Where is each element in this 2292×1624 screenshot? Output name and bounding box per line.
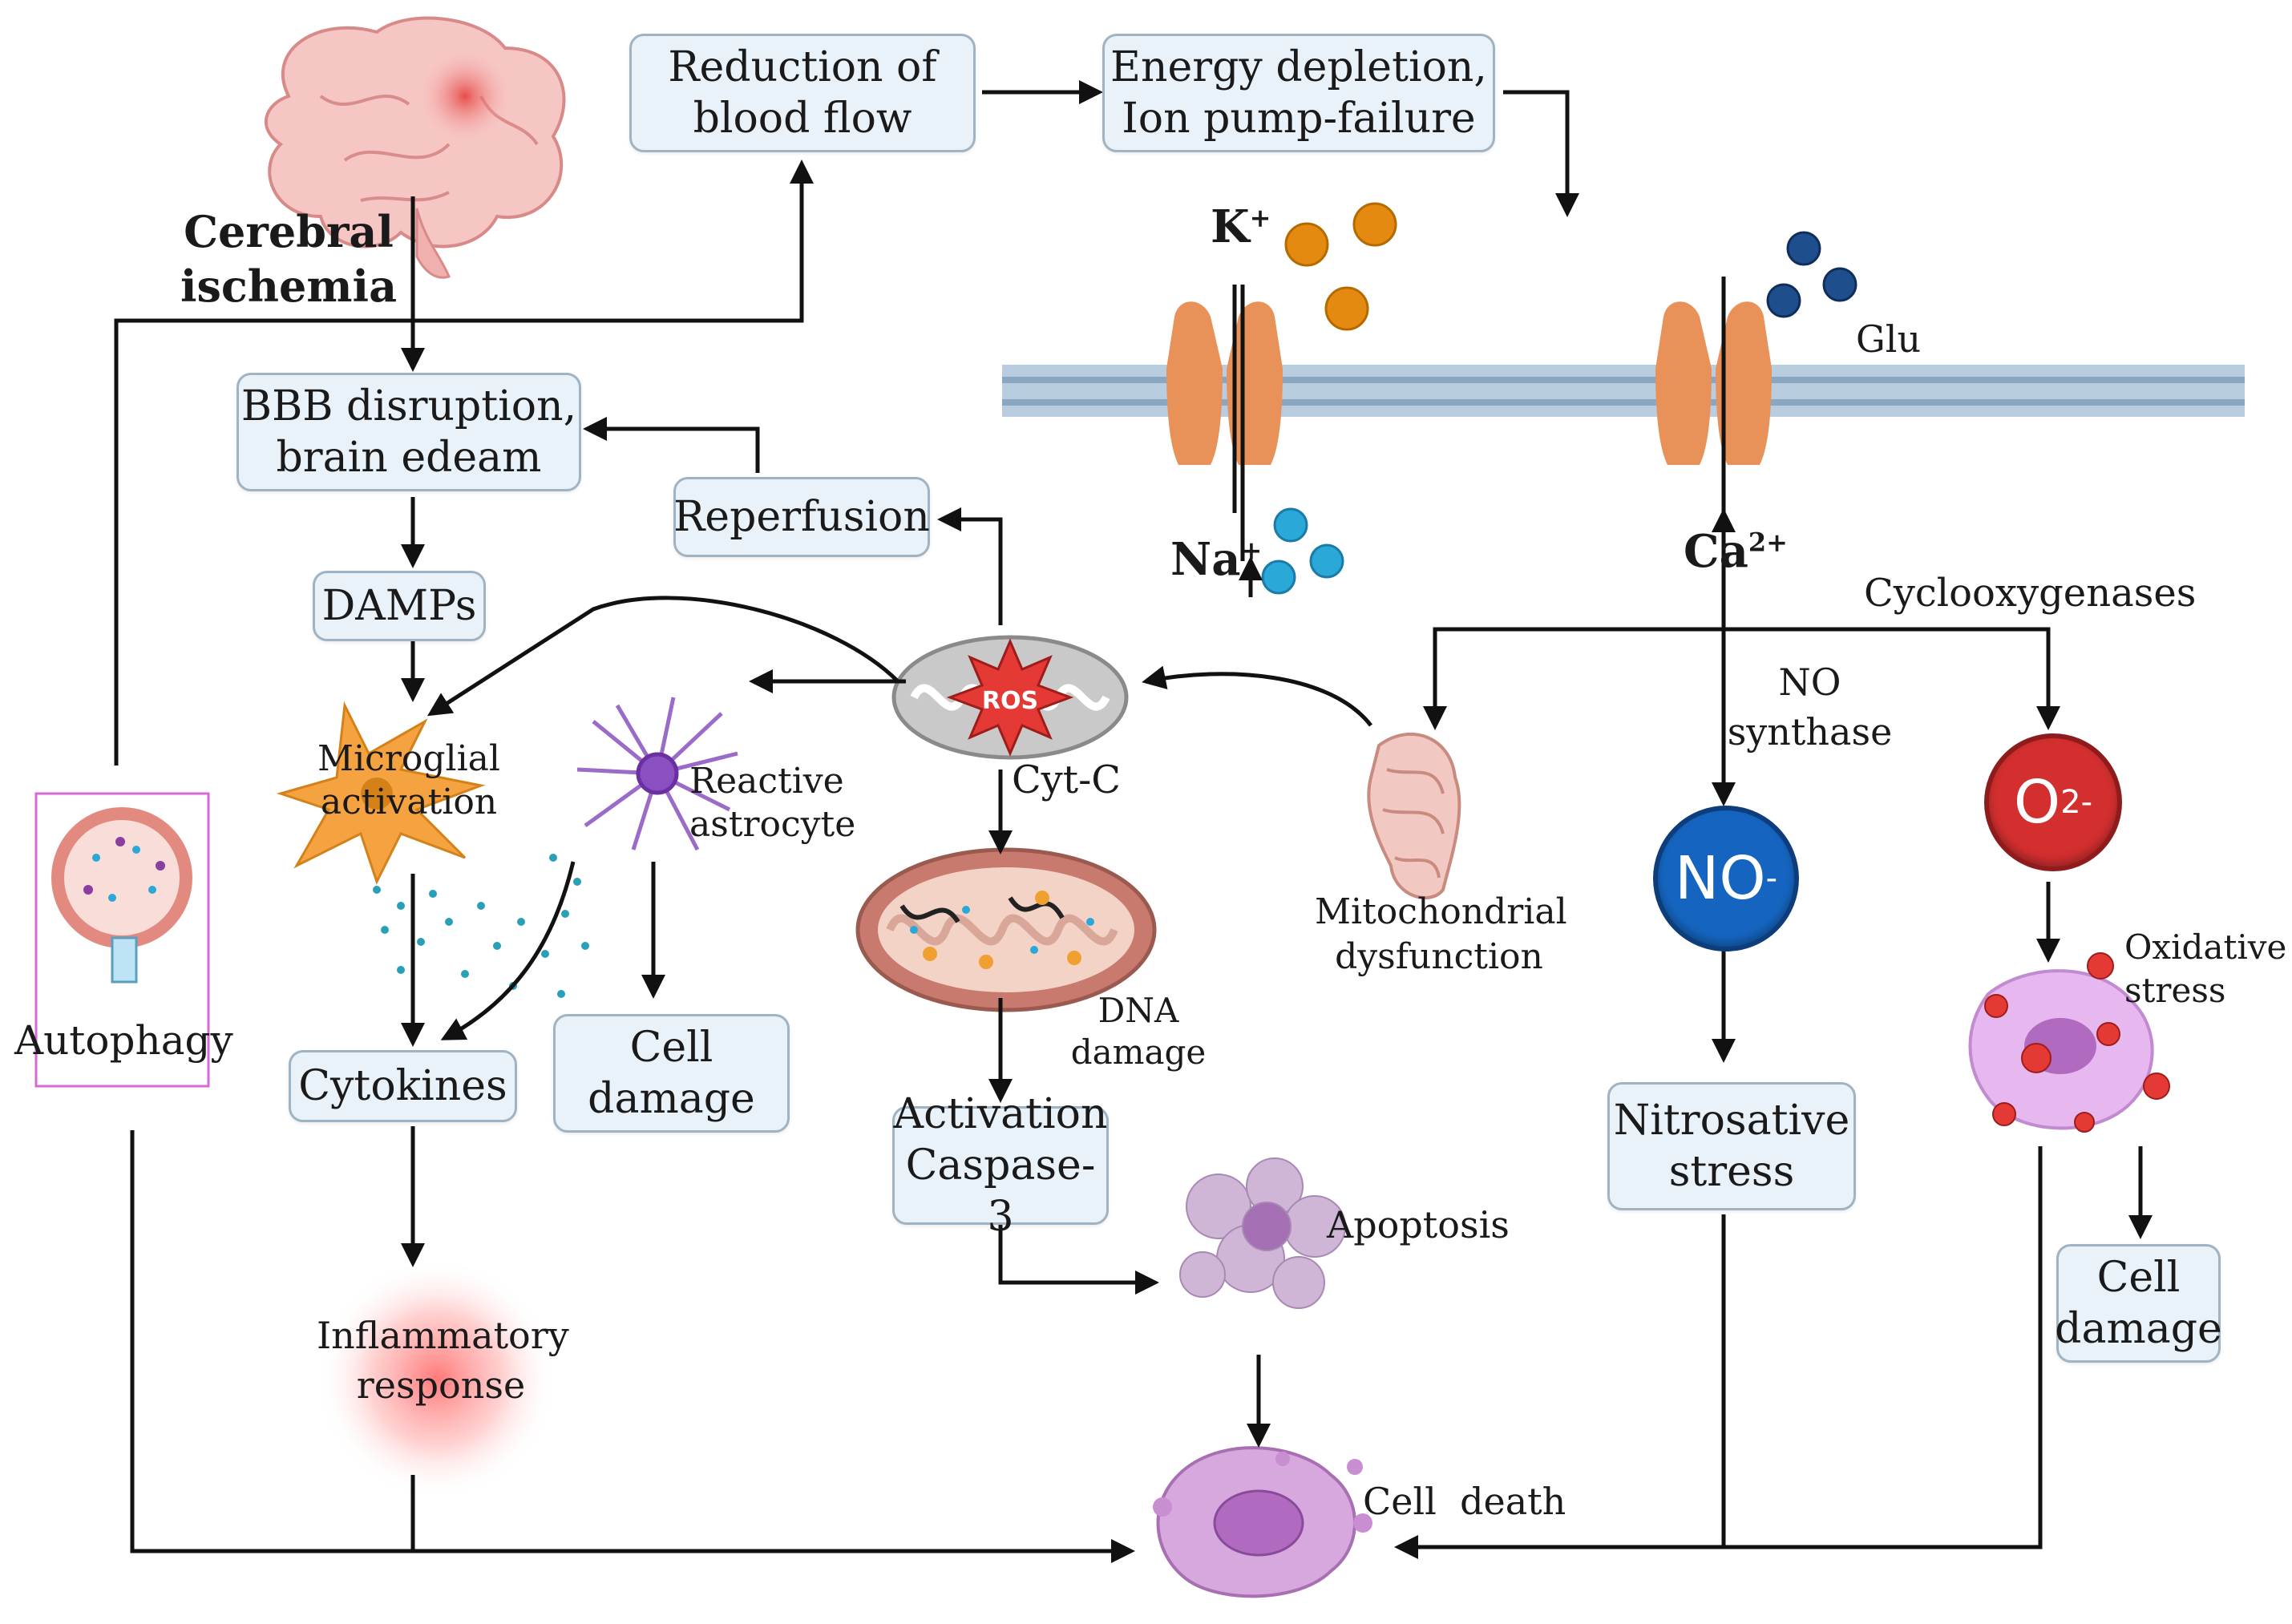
glu-label: Glu (1856, 317, 1922, 361)
nitric-oxide-charge: - (1765, 860, 1778, 897)
damaged-mitochondrion (1367, 732, 1461, 899)
pathway-lines (410, 277, 1726, 1551)
superoxide-symbol: O (2013, 768, 2061, 837)
apoptosis-label: Apoptosis (1327, 1203, 1510, 1246)
mitochondrial-dysfunction-label: Mitochondrial dysfunction (1315, 891, 1567, 977)
pathway-arrows (114, 80, 2153, 1563)
dead-cell (1153, 1446, 1372, 1598)
cytokine-particles (373, 854, 589, 998)
calcium-symbol: Ca (1684, 525, 1748, 578)
ros-label: ROS (981, 687, 1039, 715)
sodium-label: Na+ (1170, 533, 1262, 586)
ion-channel-right (1655, 301, 1772, 465)
autophagy-label: Autophagy (14, 1017, 233, 1064)
cell-death-label: Cell death (1363, 1480, 1566, 1523)
sodium-ions (1261, 507, 1344, 595)
oxidative-stressed-cell (1968, 952, 2170, 1133)
cytokines-box: Cytokines (289, 1050, 517, 1122)
energy-depletion-box: Energy depletion, Ion pump-failure (1102, 34, 1495, 152)
superoxide-charge: - (2080, 784, 2093, 821)
sodium-charge: + (1240, 535, 1263, 566)
potassium-ions (1284, 202, 1397, 331)
oxidative-stress-label: Oxidative stress (2124, 927, 2287, 1010)
nitrosative-stress-box: Nitrosative stress (1607, 1082, 1856, 1210)
brain-illustration (264, 16, 566, 279)
microglial-activation-label: Microglial activation (317, 738, 500, 822)
reperfusion-box: Reperfusion (673, 477, 930, 557)
autophagy-illustration (34, 792, 210, 1088)
inflammatory-glow (317, 1258, 557, 1499)
superoxide-subscript: 2 (2060, 784, 2081, 821)
calcium-label: Ca2+ (1684, 525, 1788, 578)
reduction-of-blood-flow-box: Reduction of blood flow (629, 34, 976, 152)
mitochondrion-dna (855, 847, 1157, 1012)
no-synthase-label: NO synthase (1727, 661, 1893, 753)
cyclooxygenases-label: Cyclooxygenases (1864, 571, 2197, 616)
nitric-oxide-symbol: NO (1674, 844, 1766, 913)
cell-damage-left-box: Cell damage (553, 1014, 790, 1133)
bbb-disruption-box: BBB disruption, brain edeam (236, 373, 581, 491)
sodium-symbol: Na (1170, 533, 1241, 586)
inflammatory-response-label: Inflammatory response (317, 1314, 569, 1407)
calcium-charge: 2+ (1748, 527, 1788, 558)
microglia-illustration (276, 701, 486, 885)
potassium-charge: + (1249, 202, 1271, 233)
reactive-astrocyte-label: Reactive astrocyte (689, 761, 856, 845)
nitric-oxide-orb: NO- (1653, 806, 1799, 951)
potassium-symbol: K (1211, 200, 1250, 253)
apoptotic-cell (1179, 1157, 1346, 1309)
activation-caspase-box: Activation Caspase-3 (892, 1090, 1109, 1241)
potassium-label: K+ (1211, 200, 1271, 253)
glutamate-molecules (1766, 231, 1857, 318)
cyt-c-label: Cyt-C (1011, 757, 1122, 802)
dna-damage-label: DNA damage (1070, 991, 1207, 1072)
cerebral-ischemia-label: Cerebral ischemia (180, 206, 398, 312)
damps-box: DAMPs (313, 571, 486, 641)
mitochondrion-ros (891, 635, 1129, 760)
astrocyte-illustration (576, 697, 738, 851)
cell-damage-right-box: Cell damage (2055, 1244, 2222, 1363)
